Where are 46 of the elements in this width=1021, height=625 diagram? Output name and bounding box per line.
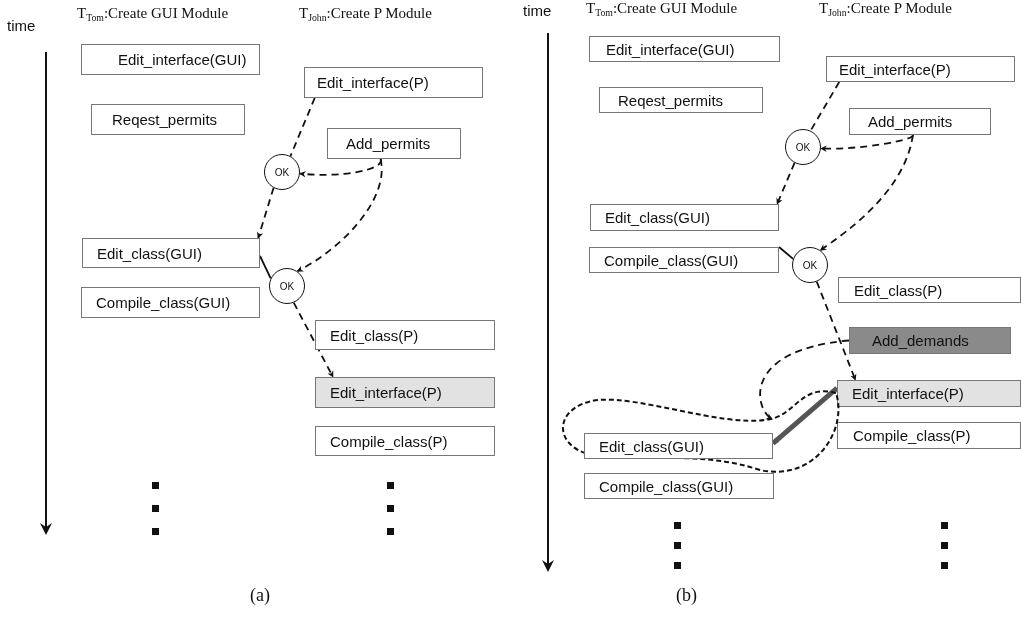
task-box: Add_demands [849,327,1011,354]
task-box: Edit_class(P) [838,277,1021,303]
task-box: Edit_interface(GUI) [589,36,780,62]
arrow [819,134,914,252]
arrow [759,339,850,420]
ok-circle: OK [792,247,828,283]
task-box: Edit_interface(P) [826,56,1015,82]
arrow [296,158,383,273]
arrow [820,134,914,152]
task-box: Compile_class(GUI) [584,473,774,499]
task-box: Reqest_permits [91,104,245,135]
axis-label: time [7,17,36,34]
task-box: Reqest_permits [599,87,763,113]
connector-line [259,255,272,280]
task-box: Compile_class(P) [837,422,1021,449]
connector-line [809,81,841,132]
task-box: Edit_class(GUI) [584,433,773,459]
arrow [776,162,796,205]
arrow [292,301,334,378]
task-box: Compile_class(P) [315,426,495,456]
ok-circle: OK [264,154,300,190]
task-box: Edit_interface(P) [837,380,1021,407]
lane-heading: T$_{Tom}$:Create GUI Module [586,0,738,19]
task-box: Edit_interface(P) [304,67,483,98]
axis-label: time [523,2,552,19]
connector-line [778,246,794,260]
lane-heading: T$_{John}$:Create P Module [819,0,952,19]
connector-line [289,97,316,157]
task-box: Edit_class(GUI) [82,238,260,268]
task-box: Compile_class(GUI) [81,287,260,318]
task-box: Add_permits [327,128,461,159]
arrow [815,280,857,381]
lane-heading: T$_{John}$:Create P Module [299,5,432,24]
panel-caption: (a) [250,585,270,606]
panel-caption: (b) [676,585,697,606]
arrow [771,386,839,446]
task-box: Add_permits [849,108,991,135]
arrow [256,187,275,239]
task-box: Edit_interface(P) [315,377,495,408]
ok-circle: OK [269,268,305,304]
lane-heading: T$_{Tom}$:Create GUI Module [77,5,229,24]
task-box: Edit_interface(GUI) [81,44,260,75]
task-box: Edit_class(GUI) [590,204,779,231]
task-box: Compile_class(GUI) [589,247,779,273]
ok-circle: OK [785,129,821,165]
task-box: Edit_class(P) [315,320,495,350]
